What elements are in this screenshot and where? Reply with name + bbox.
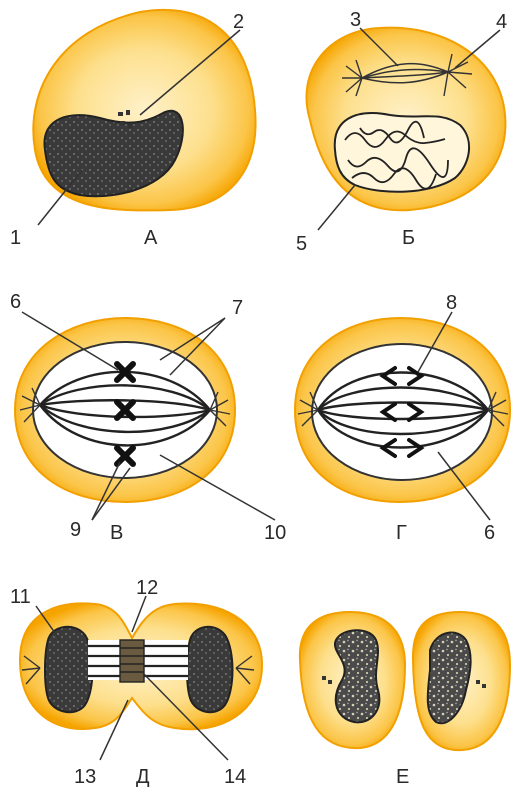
panel-e-daughter-cells	[300, 612, 510, 750]
label-13: 13	[74, 767, 96, 787]
panel-d-telophase-cell	[20, 596, 262, 760]
label-4: 4	[496, 12, 507, 32]
label-12: 12	[136, 578, 158, 598]
panel-v-metaphase-cell	[15, 312, 275, 520]
label-5: 5	[296, 234, 307, 254]
label-2: 2	[233, 12, 244, 32]
panel-label-v: В	[110, 523, 123, 543]
label-1: 1	[10, 228, 21, 248]
panel-b-nucleus	[335, 113, 469, 192]
label-6-bottom: 6	[484, 523, 495, 543]
label-6-top: 6	[10, 292, 21, 312]
panel-d-nucleus-left	[45, 627, 93, 712]
label-10: 10	[264, 523, 286, 543]
label-8: 8	[446, 293, 457, 313]
panel-label-g: Г	[396, 523, 407, 543]
label-7: 7	[232, 298, 243, 318]
panel-label-d: Д	[136, 767, 150, 787]
label-14: 14	[224, 767, 246, 787]
label-11: 11	[10, 587, 31, 607]
label-9: 9	[70, 520, 81, 540]
panel-label-a: А	[144, 228, 157, 248]
panel-d-cell-plate	[120, 640, 144, 682]
panel-d-nucleus-right	[187, 627, 233, 712]
panel-a-interphase-cell	[33, 10, 255, 225]
panel-g-anaphase-cell	[295, 312, 510, 520]
label-3: 3	[350, 10, 361, 30]
panel-label-e: Е	[396, 767, 409, 787]
panel-label-b: Б	[402, 228, 415, 248]
panel-b-prophase-cell	[306, 28, 505, 230]
